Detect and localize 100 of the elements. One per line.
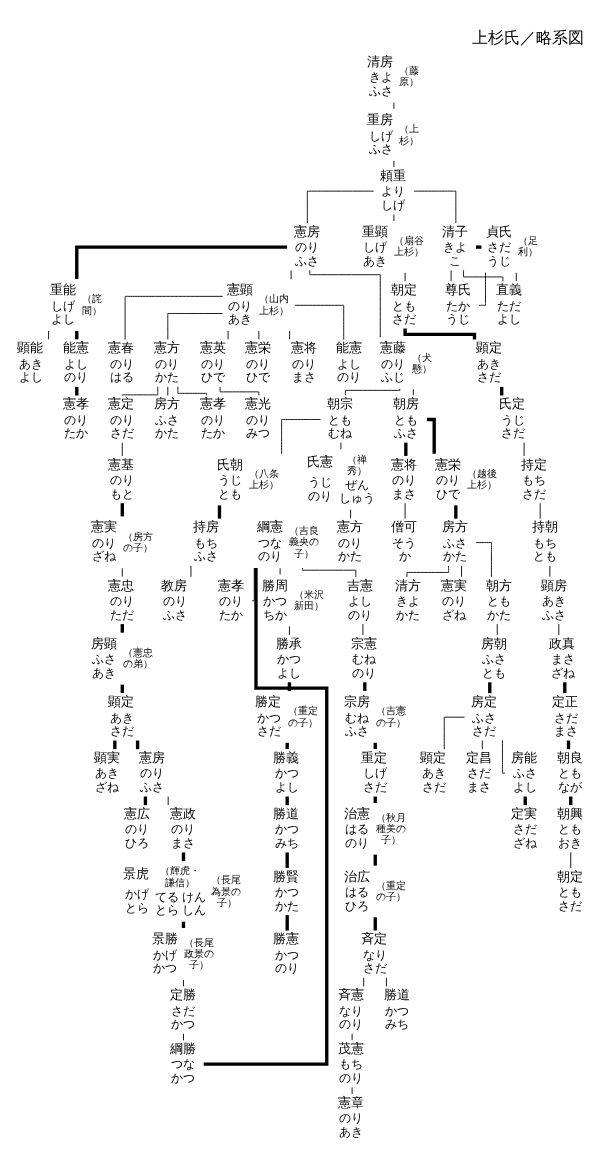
node-text: 斉定 なりさだ xyxy=(361,930,388,975)
connector xyxy=(386,976,387,987)
node-text: 顕定 あきさだ xyxy=(108,693,135,738)
connector xyxy=(289,330,291,340)
connector xyxy=(217,504,222,519)
node-label: （吉憲の子） xyxy=(375,703,406,728)
connector xyxy=(309,269,381,338)
node-text: 房顕 ふさあき xyxy=(90,635,117,680)
connector xyxy=(285,914,289,931)
node-label: （長尾政景の子） xyxy=(183,935,214,970)
node-text: 勝道 かつみち xyxy=(273,805,300,850)
node-label: （山内上杉） xyxy=(259,291,290,316)
connector xyxy=(344,387,401,396)
node-text: 勝定 かつさだ xyxy=(255,693,282,738)
connector xyxy=(183,1032,184,1041)
node-text: 房朝 ふさとも xyxy=(480,635,507,680)
node-label: （憲忠の弟） xyxy=(122,645,153,669)
node-label: （秋月種美の子） xyxy=(375,810,406,845)
node-text: 朝方 ともかた xyxy=(486,577,513,622)
node-text: 宗憲 むねのり xyxy=(350,635,377,680)
node-text: 氏憲 うじのり （禅秀） ぜんしゅう xyxy=(306,452,375,505)
node-label: （詫間） xyxy=(82,291,103,316)
node-text: 憲方 のりかた xyxy=(336,518,363,563)
node-label: （米沢新田） xyxy=(294,587,325,611)
node-text: 憲春 のりはる xyxy=(108,339,135,384)
node-text: 茂憲 もちのり xyxy=(338,1040,365,1085)
node-text: 勝承 かつよし xyxy=(275,635,302,680)
connector xyxy=(167,312,224,340)
node-text: 顕定 あきさだ xyxy=(476,339,503,384)
connector xyxy=(412,388,414,396)
node-text: 朝良 ともなが xyxy=(556,749,583,794)
node-label: （長尾為景の子） xyxy=(211,872,242,908)
node-text: 宗房 むねふさ xyxy=(343,693,370,738)
node-text: 憲藤 のりふじ xyxy=(380,339,407,384)
connector xyxy=(404,442,408,456)
node-text: 重能 しげよし xyxy=(50,281,77,326)
connector xyxy=(281,418,321,454)
node-text: 治広 はるひろ xyxy=(343,868,370,913)
node-text: 持房 もちふさ xyxy=(192,518,219,563)
connector xyxy=(443,716,466,750)
node-label: （重定の子） xyxy=(287,703,318,728)
connector xyxy=(413,190,457,224)
node-text: 憲実 のりざね xyxy=(90,518,117,563)
connector xyxy=(502,739,506,774)
connector xyxy=(121,441,123,456)
node-text: 勝道 かつみち xyxy=(383,986,410,1031)
node-text: 房方 ふさかた xyxy=(442,518,469,563)
connector xyxy=(287,681,292,691)
node-label: （藤原） xyxy=(399,63,420,87)
node-text: 綱憲 つなのり xyxy=(256,518,283,563)
node-text: 景勝 かげかつ xyxy=(151,930,178,975)
node-label: （上杉） xyxy=(399,121,420,146)
connector xyxy=(363,681,367,691)
node-text: 憲基 のりもと xyxy=(108,456,135,501)
node-text: 朝宗 ともむね xyxy=(327,395,354,440)
node-text: 憲将 のりまさ xyxy=(391,456,418,501)
node-text: 憲孝 のりたか xyxy=(62,395,89,440)
node-text: 能憲 よしのり xyxy=(336,339,363,384)
connector xyxy=(75,386,79,395)
connector xyxy=(476,244,482,249)
connector xyxy=(113,740,117,749)
connector xyxy=(481,739,483,750)
node-text: 重顕 しげあき xyxy=(362,223,389,268)
node-text: 持朝 もちとも xyxy=(531,518,558,563)
connector xyxy=(373,916,377,930)
diagram-title: 上杉氏／略系図 xyxy=(471,27,584,47)
connector xyxy=(350,508,352,519)
connector xyxy=(121,385,159,396)
node-label: （吉良義央の子） xyxy=(289,523,320,559)
node-text: 重房 しげふさ xyxy=(367,111,394,156)
node-label: （扇谷上杉） xyxy=(394,233,425,257)
connector xyxy=(500,386,504,395)
node-label: （重定の子） xyxy=(375,878,406,902)
node-text: 房方 ふさかた xyxy=(154,395,180,440)
node-text: 憲定 のりさだ xyxy=(108,395,135,440)
node-text: 重定 しげさだ xyxy=(361,749,388,794)
node-text: 憲方 のりかた xyxy=(154,339,180,384)
node-text: 綱勝 つなかつ xyxy=(169,1040,196,1085)
node-text: 顕実 あきざね xyxy=(93,749,120,794)
connector xyxy=(406,564,450,577)
node-text: 憲将 のりまさ xyxy=(290,339,317,384)
node-text: 憲房 のりふさ xyxy=(293,223,320,268)
connector xyxy=(570,851,572,868)
node-text: 朝定 ともさだ xyxy=(391,281,418,326)
node-text: 清方 きよかた xyxy=(395,577,422,622)
node-text: 顕能 あきよし xyxy=(17,339,44,384)
node-text: 房能 ふさよし xyxy=(511,749,538,794)
connector xyxy=(289,625,290,635)
node-text: 房定 ふささだ xyxy=(471,693,498,738)
node-text: 憲房 のりふさ xyxy=(139,749,166,794)
node-text: 憲孝 のりたか xyxy=(199,395,226,440)
connector xyxy=(363,976,365,987)
connector xyxy=(426,417,436,454)
node-text: 定勝 さだかつ xyxy=(169,986,196,1031)
node-text: 憲章 のりあき xyxy=(338,1094,365,1139)
connector xyxy=(461,564,462,577)
node-text: 憲栄 のりひで xyxy=(435,456,462,501)
connector xyxy=(454,504,458,519)
node-text: 憲忠 のりただ xyxy=(108,577,135,622)
node-text: 頼重 よりしげ xyxy=(380,167,407,212)
